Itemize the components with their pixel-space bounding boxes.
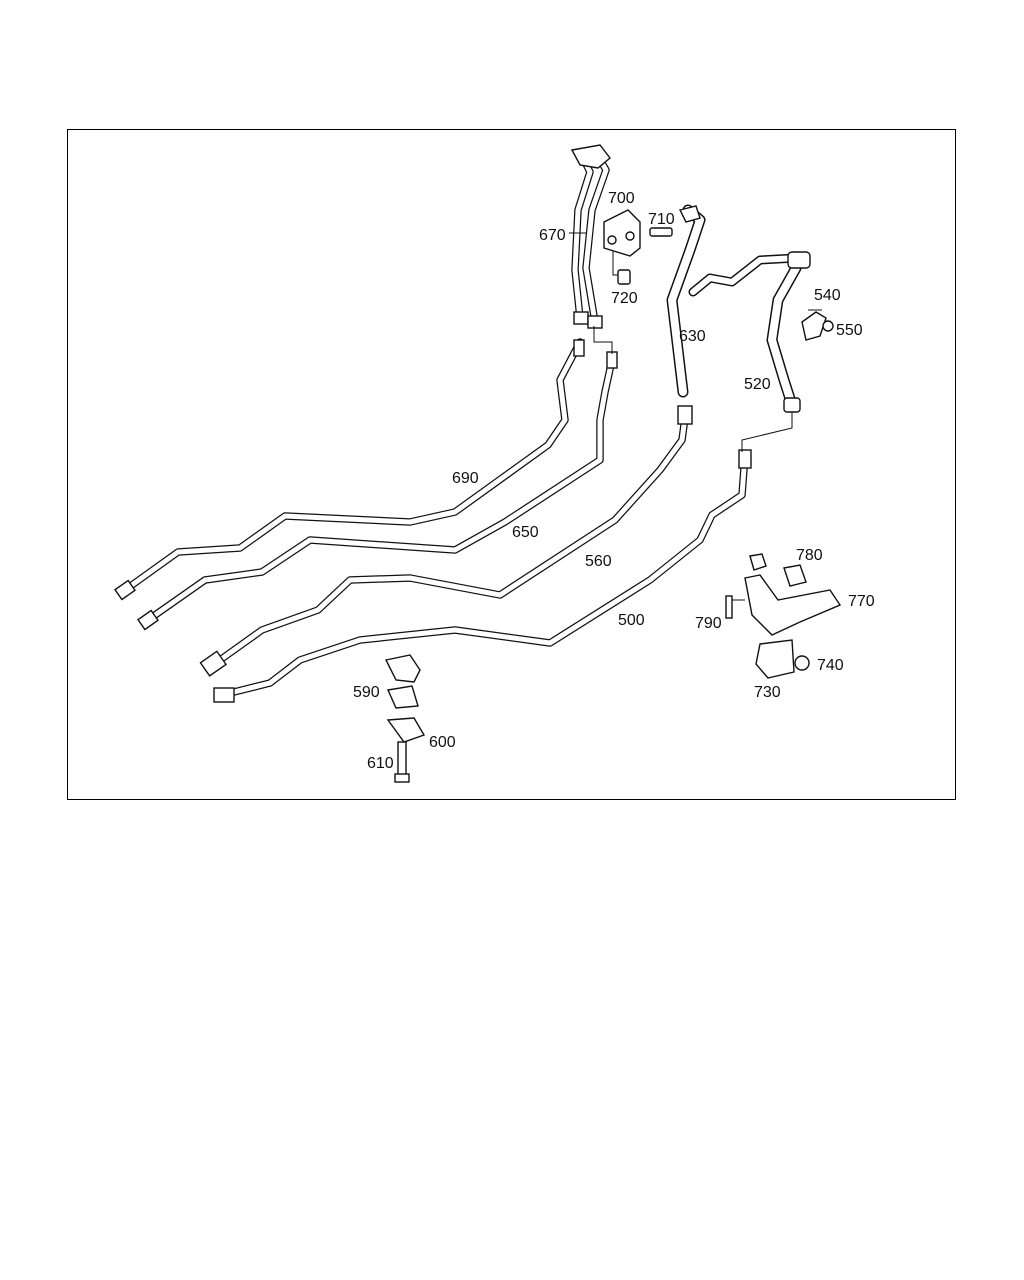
hose-630[interactable] (666, 204, 706, 398)
label-710: 710 (648, 211, 675, 228)
label-690: 690 (452, 470, 479, 487)
label-650: 650 (512, 524, 539, 541)
tube-560[interactable] (209, 406, 690, 669)
label-520: 520 (744, 376, 771, 393)
label-590: 590 (353, 684, 380, 701)
hose-520[interactable] (688, 251, 811, 413)
callout-labels: 500 520 540 550 560 590 600 610 630 650 … (353, 190, 875, 772)
clamp-600[interactable] (386, 717, 426, 743)
tube-650[interactable] (144, 152, 616, 624)
label-600: 600 (429, 734, 456, 751)
label-700: 700 (608, 190, 635, 207)
clip-710[interactable] (649, 227, 673, 237)
label-630: 630 (679, 328, 706, 345)
label-670: 670 (539, 227, 566, 244)
tube-690[interactable] (121, 152, 594, 594)
nut-780[interactable] (749, 553, 807, 587)
tube-500[interactable] (218, 451, 749, 699)
label-720: 720 (611, 290, 638, 307)
label-610: 610 (367, 755, 394, 772)
label-780: 780 (796, 547, 823, 564)
bolt-610[interactable] (394, 741, 410, 783)
tube-end-fittings (114, 144, 752, 703)
bracket-770[interactable] (744, 574, 842, 636)
label-790: 790 (695, 615, 722, 632)
clip-740[interactable] (794, 655, 810, 671)
clamp-590[interactable] (384, 654, 421, 709)
label-540: 540 (814, 287, 841, 304)
label-770: 770 (848, 593, 875, 610)
screw-550[interactable] (822, 320, 834, 332)
bracket-700[interactable] (603, 209, 641, 257)
screw-790[interactable] (725, 595, 733, 619)
label-500: 500 (618, 612, 645, 629)
label-560: 560 (585, 553, 612, 570)
label-740: 740 (817, 657, 844, 674)
bracket-730[interactable] (755, 639, 795, 679)
label-730: 730 (754, 684, 781, 701)
label-550: 550 (836, 322, 863, 339)
nut-720[interactable] (617, 269, 631, 285)
